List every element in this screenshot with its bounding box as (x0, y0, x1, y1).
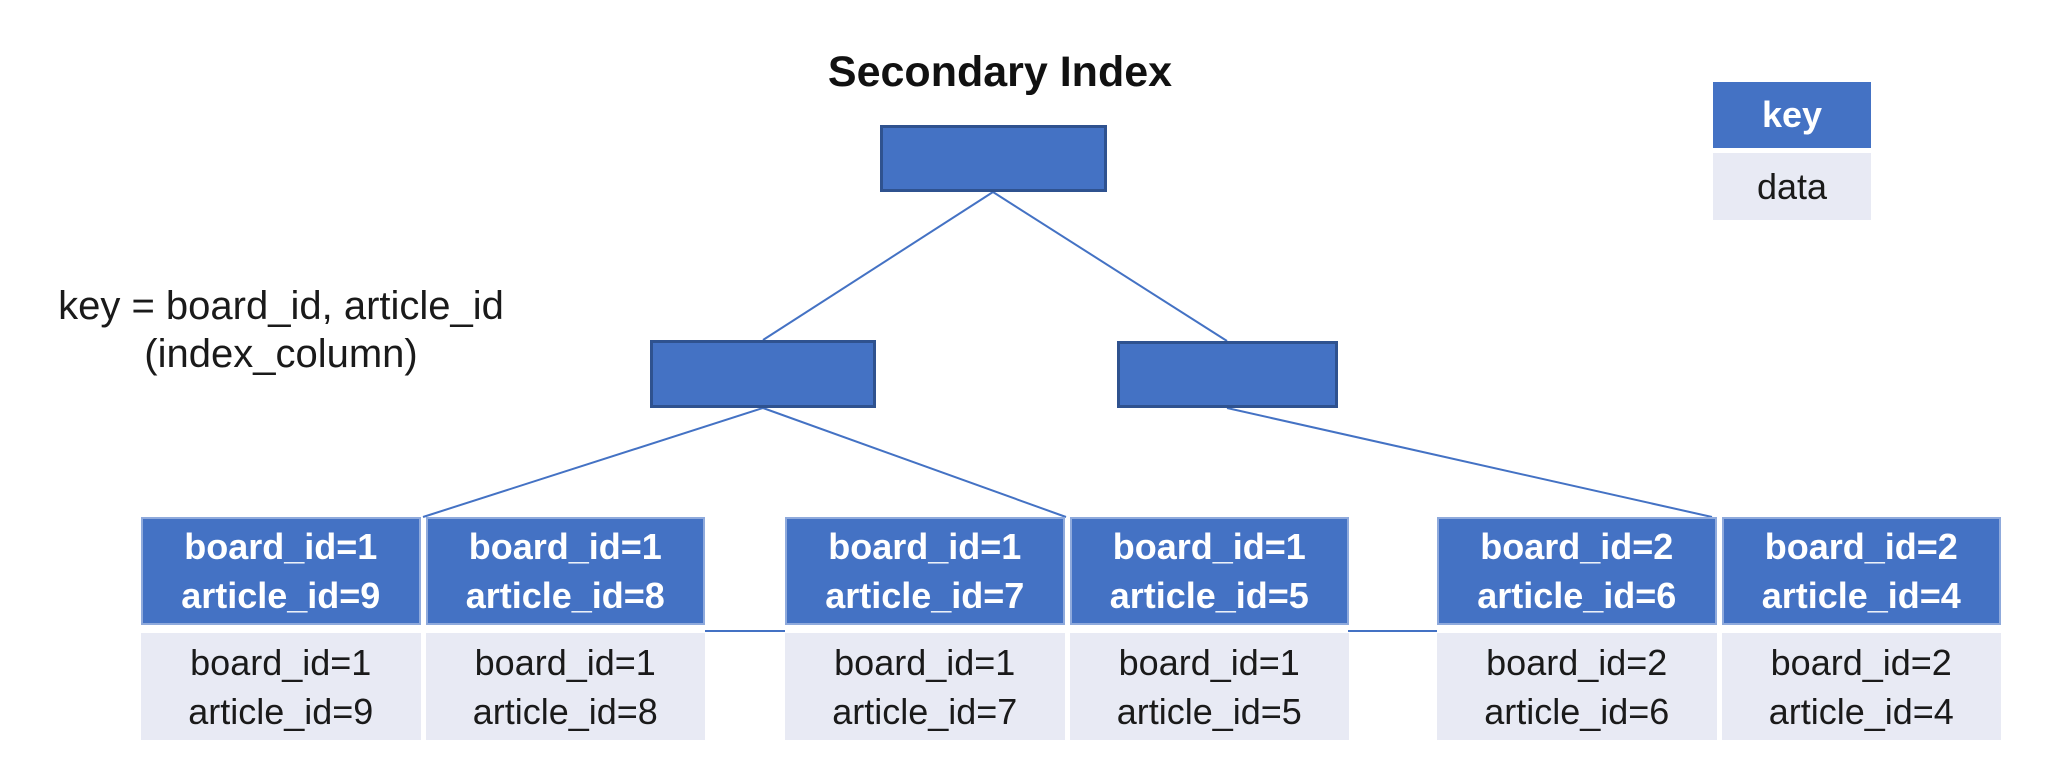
key-line: article_id=5 (1109, 575, 1309, 616)
leaf-group-3: board_id=2 article_id=6 board_id=2 artic… (1437, 517, 2001, 740)
leaf-data-cell: board_id=1 article_id=7 (785, 633, 1065, 740)
key-line: board_id=2 (1480, 526, 1674, 567)
key-line: article_id=6 (1477, 575, 1677, 616)
leaf-key-cell: board_id=1 article_id=5 (1069, 517, 1349, 625)
data-line: article_id=4 (1768, 690, 1954, 732)
edge-root-to-left-internal (762, 191, 994, 341)
data-line: board_id=1 (190, 641, 372, 683)
data-line: board_id=1 (474, 641, 656, 683)
data-line: board_id=1 (1118, 641, 1300, 683)
data-line: board_id=2 (1770, 641, 1952, 683)
internal-node-right (1117, 341, 1338, 408)
key-line: article_id=7 (825, 575, 1025, 616)
data-line: article_id=6 (1484, 690, 1670, 732)
leaf-key-cell: board_id=1 article_id=7 (785, 517, 1065, 625)
data-line: board_id=2 (1486, 641, 1668, 683)
leaf-key-cell: board_id=1 article_id=8 (425, 517, 705, 625)
root-node (880, 125, 1107, 192)
leaf-data-cell: board_id=1 article_id=5 (1069, 633, 1349, 740)
key-line: board_id=2 (1764, 526, 1958, 567)
key-definition-line2: (index_column) (144, 332, 418, 376)
legend-key-swatch: key (1713, 82, 1871, 148)
internal-node-left (650, 340, 876, 408)
key-line: article_id=8 (465, 575, 665, 616)
leaf-data-cell: board_id=1 article_id=9 (141, 633, 421, 740)
leaf-group-1: board_id=1 article_id=9 board_id=1 artic… (141, 517, 705, 740)
key-line: board_id=1 (828, 526, 1022, 567)
leaf-data-cell: board_id=2 article_id=6 (1437, 633, 1717, 740)
key-line: board_id=1 (184, 526, 378, 567)
data-line: article_id=5 (1116, 690, 1302, 732)
leaf-data-cell: board_id=1 article_id=8 (425, 633, 705, 740)
leaf-key-cell: board_id=2 article_id=4 (1721, 517, 2001, 625)
data-line: article_id=8 (472, 690, 658, 732)
legend-data-swatch: data (1713, 153, 1871, 220)
key-definition-line1: key = board_id, article_id (58, 284, 504, 328)
leaf-key-cell: board_id=2 article_id=6 (1437, 517, 1717, 625)
edge-left-internal-to-leaf2 (762, 407, 1067, 518)
data-line: article_id=9 (188, 690, 374, 732)
edge-left-internal-to-leaf1 (422, 407, 764, 518)
data-line: article_id=7 (832, 690, 1018, 732)
edge-right-internal-to-leaf3 (1226, 407, 1713, 518)
key-line: article_id=9 (181, 575, 381, 616)
leaf-data-cell: board_id=2 article_id=4 (1721, 633, 2001, 740)
key-line: article_id=4 (1761, 575, 1961, 616)
key-definition-annotation: key = board_id, article_id (index_column… (43, 282, 519, 378)
leaf-group-2: board_id=1 article_id=7 board_id=1 artic… (785, 517, 1349, 740)
legend: key data (1713, 82, 1871, 220)
key-line: board_id=1 (468, 526, 662, 567)
key-line: board_id=1 (1112, 526, 1306, 567)
edge-root-to-right-internal (992, 191, 1228, 342)
leaf-key-cell: board_id=1 article_id=9 (141, 517, 421, 625)
data-line: board_id=1 (834, 641, 1016, 683)
page-title: Secondary Index (827, 48, 1173, 96)
